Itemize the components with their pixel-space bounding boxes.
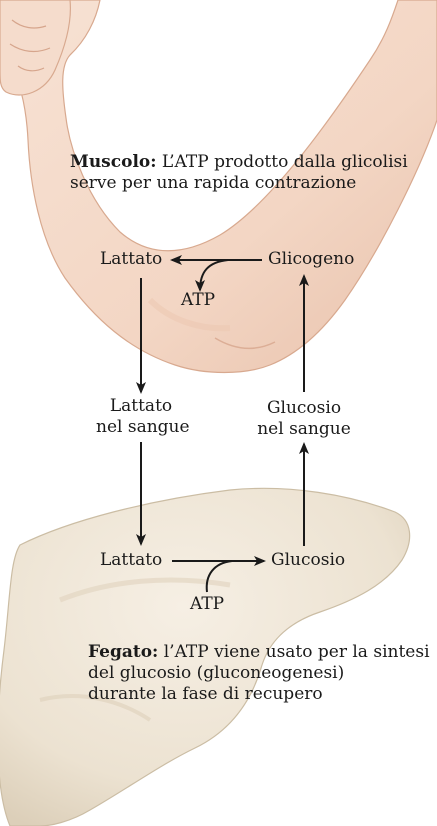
node-blood-glucose: Glucosio nel sangue	[252, 398, 356, 440]
muscle-caption-title: Muscolo:	[70, 152, 157, 172]
node-blood-glucose-line1: Glucosio	[252, 398, 356, 419]
node-blood-lactate-line2: nel sangue	[96, 417, 186, 438]
node-muscle-lactate: Lattato	[100, 249, 162, 270]
node-blood-lactate: Lattato nel sangue	[96, 396, 186, 438]
liver-caption-line3: durante la fase di recupero	[88, 684, 430, 705]
node-blood-lactate-line1: Lattato	[96, 396, 186, 417]
node-blood-glucose-line2: nel sangue	[252, 419, 356, 440]
liver-caption: Fegato: l’ATP viene usato per la sintesi…	[88, 642, 430, 705]
liver-caption-line1: l’ATP viene usato per la sintesi	[158, 642, 429, 662]
node-liver-glucose: Glucosio	[271, 550, 345, 571]
liver-caption-line2: del glucosio (gluconeogenesi)	[88, 663, 430, 684]
muscle-caption-line1: L’ATP prodotto dalla glicolisi	[157, 152, 408, 172]
muscle-caption-line2: serve per una rapida contrazione	[70, 173, 408, 194]
node-liver-atp: ATP	[190, 594, 224, 615]
node-glycogen: Glicogeno	[268, 249, 354, 270]
node-muscle-atp: ATP	[181, 290, 215, 311]
liver-caption-title: Fegato:	[88, 642, 158, 662]
muscle-caption: Muscolo: L’ATP prodotto dalla glicolisi …	[70, 152, 408, 194]
node-liver-lactate: Lattato	[100, 550, 162, 571]
